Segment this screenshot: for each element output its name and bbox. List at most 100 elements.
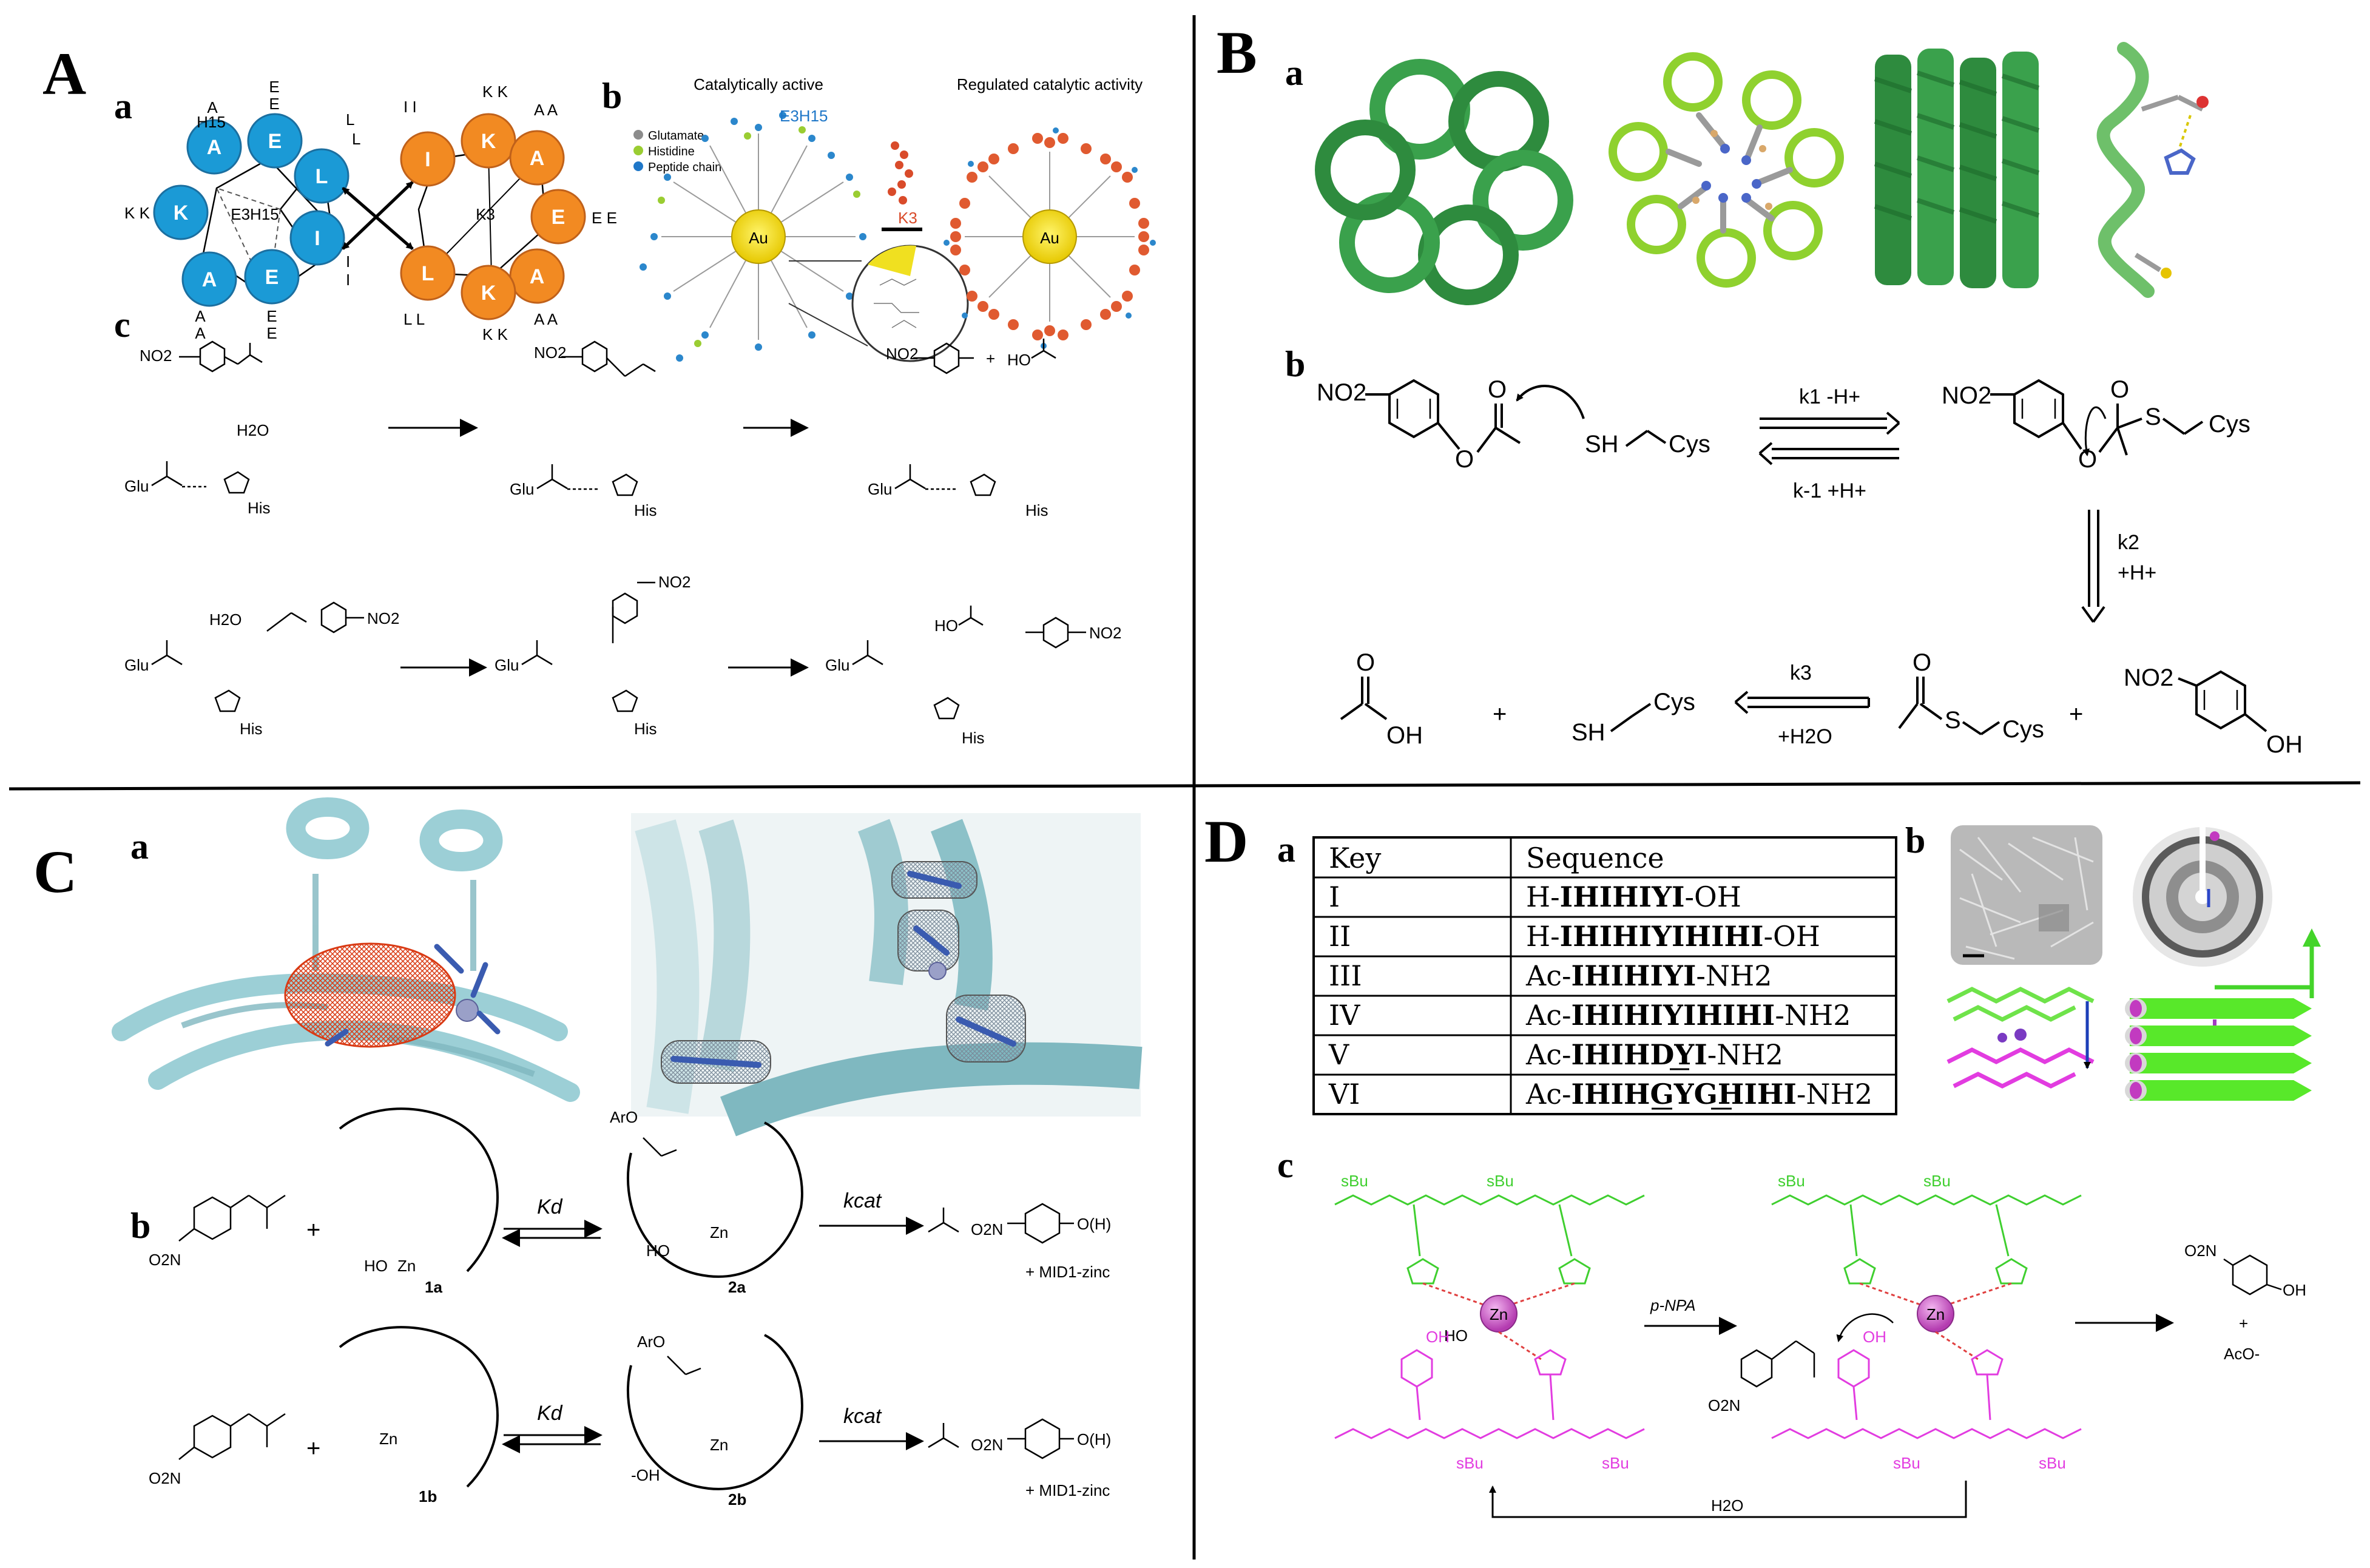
wheel1-node-a-top: A [207,136,222,159]
b-o-int: O [2078,446,2097,473]
d2-o2n: O2N [1708,1396,1740,1414]
wheel1-node-l: L [316,165,328,188]
c1-o-h: O(H) [1077,1215,1111,1233]
panel-d-sub-b-label: b [1905,820,1925,860]
b-oh-acid: OH [1386,722,1423,749]
c1-plus: + [306,1217,320,1243]
d2-tbu-3: sBu [1893,1454,1920,1472]
row2-h2o: H2O [209,610,241,629]
b-products: O OH + SH Cys k3 +H2O O S Cys + NO2 [1340,649,2303,758]
np-right-title: Regulated catalytic activity [957,75,1143,93]
d1-tbu-3: sBu [1456,1454,1484,1472]
row2-no2-c: NO2 [1089,624,1121,642]
c2-o-h: O(H) [1077,1430,1111,1448]
np-legend: Glutamate Histidine Peptide chain [633,129,721,174]
wheel1-node-e-bottom: E [265,266,279,289]
fiber-diffraction-pattern [2124,825,2281,967]
wheel1-outer-i1: I [346,252,350,271]
row2-glu-a: Glu [124,656,149,674]
b-k2: k2 [2118,531,2139,554]
row1-no2-c: NO2 [886,345,918,363]
table-row-sequence: Ac-IHIHGYGHIHI-NH2 [1525,1078,1872,1110]
b-reactant-ester: NO2 O O SH Cys [1317,376,1710,473]
wheel1-center-label: E3H15 [231,205,279,223]
table-row-sequence: Ac-IHIHIYIHIHI-NH2 [1525,999,1851,1032]
table-row-sequence: Ac-IHIHDYI-NH2 [1525,1038,1783,1071]
row1-his-a: His [248,499,271,517]
table-row-key: V [1328,1038,1349,1071]
panel-d-label: D [1204,808,1248,875]
table-row-sequence: H-IHIHIYIHIHI-OH [1526,920,1820,953]
c2-zn-bound: Zn [710,1436,728,1454]
row1-his-c: His [1025,501,1048,519]
coiled-coil-side-view [1874,49,2040,288]
b-no2-b: NO2 [1942,382,1991,409]
row2-glu-b: Glu [495,656,519,674]
wheel1-outer-a2: A [195,307,206,325]
row1-h2o: H2O [237,421,269,439]
wheel1-node-a-bottom: A [202,268,217,291]
c2-kd: Kd [537,1402,563,1425]
wheel2-outer-aa-bottom: A A [534,310,558,328]
d-water: H2O [1711,1496,1743,1515]
table-row-key: I [1329,880,1340,913]
wheel1-outer-a3: A [195,324,206,342]
row1-plus: + [986,350,995,368]
panel-d-sub-a-label: a [1277,830,1295,870]
d1-tbu-4: sBu [1602,1454,1629,1472]
panel-c-sub-a-label: a [130,826,149,867]
c1-kd: Kd [537,1195,563,1218]
coiled-coil-top-view [1315,59,1573,305]
gold-np-left: Au [749,229,768,247]
panel-d-sub-c-label: c [1277,1145,1294,1185]
c-row1: O2N + HO Zn 1a Kd ArO HO Zn 2a kcat O2N [149,1107,1111,1296]
c1-aro: ArO [610,1108,638,1126]
wheel2-node-a-bottom: A [530,265,545,288]
c-row2: O2N + Zn 1b Kd ArO -OH Zn 2b kcat O2N O(… [149,1326,1111,1509]
d2-tbu-2: sBu [1923,1172,1951,1190]
panel-a-sub-a-label: a [114,86,132,126]
c1-o2n-prod: O2N [971,1220,1003,1239]
c1-ho-bound: HO [646,1242,670,1260]
c1-1a: 1a [425,1278,442,1296]
d2-zn: Zn [1926,1305,1945,1323]
panel-c-label: C [33,838,77,905]
wheel1-node-e-top: E [268,130,282,153]
row1-glu-a: Glu [124,477,149,495]
row1-glu-b: Glu [510,480,534,498]
wheel1-outer-e1: E [269,78,279,96]
table-header-sequence: Sequence [1526,842,1664,874]
coiled-coil-sticks-view [1609,52,1844,288]
b-o-carbonyl: O [1488,376,1507,403]
wheel2-node-i: I [425,148,430,171]
wheel2-node-e: E [552,206,565,229]
d2-tbu-4: sBu [2039,1454,2066,1472]
panel-a-sub-b-label: b [602,76,622,116]
wheel1-outer-l1: L [346,110,354,129]
table-row-key: IV [1329,999,1360,1032]
panel-d: D a Key Sequence I H-IHIHIYI-OH II H-IHI… [1204,808,2321,1518]
wheel2-outer-ll: L L [403,310,425,328]
b-km1: k-1 +H+ [1793,479,1866,502]
wheel2-outer-ii: I I [403,98,417,116]
c2-kcat: kcat [843,1405,882,1428]
c2-plus: + [306,1435,320,1462]
b-o-thioester: O [1913,649,1931,676]
b-plus-b: + [2069,701,2083,728]
b-equilibrium-arrows: k1 -H+ k-1 +H+ [1758,385,1900,502]
wheel-interaction-arrows [342,181,414,250]
sequence-table: Key Sequence I H-IHIHIYI-OH II H-IHIHIYI… [1312,836,1897,1115]
c1-kcat: kcat [843,1189,882,1212]
row2-ho-ac: HO [934,617,958,635]
legend-peptide-chain: Peptide chain [648,161,721,174]
panel-c: C a [33,797,1143,1509]
table-header-key: Key [1329,842,1381,874]
panel-c-sub-b-label: b [130,1206,150,1246]
row1-no2-a: NO2 [140,346,172,365]
c1-2a: 2a [728,1278,746,1296]
b-s-int: S [2145,404,2161,430]
wheel1-node-k: K [174,201,189,225]
wheel1-outer-e4: E [266,324,277,342]
wheel1-outer-a-top: A [207,98,218,117]
np-left-title: Catalytically active [694,75,823,93]
